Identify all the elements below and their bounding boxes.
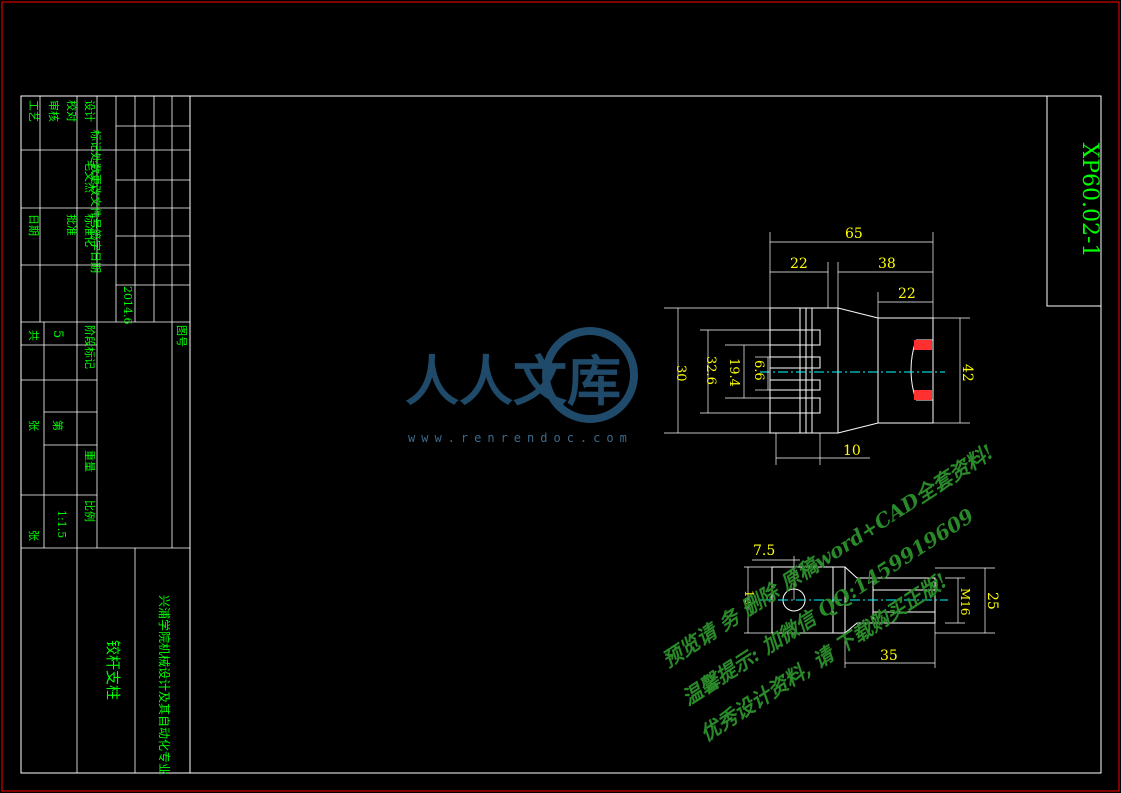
label-weight: 重量	[83, 450, 97, 472]
dim-10: 10	[843, 443, 861, 459]
label-total: 共	[27, 330, 40, 341]
watermark-line1: 预览请 务 删除 原稿word+CAD全套资料!	[658, 439, 998, 672]
hatch-top	[914, 340, 932, 350]
label-process: 工艺	[27, 100, 40, 122]
sheet-count: 5	[50, 330, 65, 338]
dim-35: 35	[880, 648, 898, 664]
dim-30: 30	[673, 365, 688, 382]
label-sheet: 张	[27, 420, 40, 431]
part-outline	[769, 307, 934, 434]
label-check: 校对	[65, 100, 79, 122]
dim-6-6: 6.6	[751, 360, 766, 381]
drawing-number: XP60.02-1	[1077, 143, 1102, 258]
project-title: 兴浦学院机械设计及其自动化专业	[157, 595, 172, 775]
watermark: 人人文库 www.renrendoc.com 预览请 务 删除 原稿word+C…	[405, 327, 998, 746]
label-stage: 阶段标记	[83, 325, 97, 369]
dim-19-4: 19.4	[726, 358, 741, 387]
label-design: 设计	[83, 100, 96, 122]
label-drawing-no: 图号	[175, 325, 188, 347]
label-chain: 标记处数更改文件号签字日期	[89, 130, 103, 273]
scale-value: 1:1.5	[55, 510, 68, 538]
watermark-line2: 温馨提示: 加微信 QQ:1459919609	[678, 503, 979, 710]
dim-65: 65	[845, 226, 863, 242]
label-standard: 标准化	[83, 214, 97, 247]
watermark-url: www.renrendoc.com	[408, 431, 633, 445]
label-review: 审核	[47, 100, 61, 122]
label-design-name: 毛文杰	[83, 160, 97, 193]
dim-22b: 22	[898, 286, 916, 302]
dim-25: 25	[984, 592, 1000, 610]
date-value: 2014.6	[121, 286, 134, 325]
dim-38: 38	[878, 256, 896, 272]
label-ratio: 比例	[83, 500, 97, 522]
dim-12: 12	[742, 590, 756, 605]
dim-42: 42	[959, 364, 975, 382]
dim-M16: M16	[958, 588, 972, 616]
watermark-logo-ring	[542, 327, 638, 423]
drawing-number-box	[1046, 95, 1102, 307]
bottom-view: 7.5 12 35 25 M16	[742, 543, 1000, 668]
label-date: 日期	[27, 214, 40, 236]
watermark-logo: 人人文库	[405, 350, 621, 413]
hatch-bottom	[914, 390, 932, 400]
label-page: 第	[51, 420, 65, 431]
drawing-border	[20, 95, 1102, 774]
part-name: 铰杆支柱	[104, 640, 122, 700]
main-view: 65 22 38 22 30 32.6 19.4 6.6 10 42	[664, 226, 975, 465]
label-page2: 张	[27, 530, 40, 541]
dim-22a: 22	[790, 256, 808, 272]
title-block	[21, 96, 190, 773]
dim-7-5: 7.5	[753, 543, 775, 559]
dim-32-6: 32.6	[703, 356, 718, 385]
label-approve: 批准	[65, 214, 79, 236]
